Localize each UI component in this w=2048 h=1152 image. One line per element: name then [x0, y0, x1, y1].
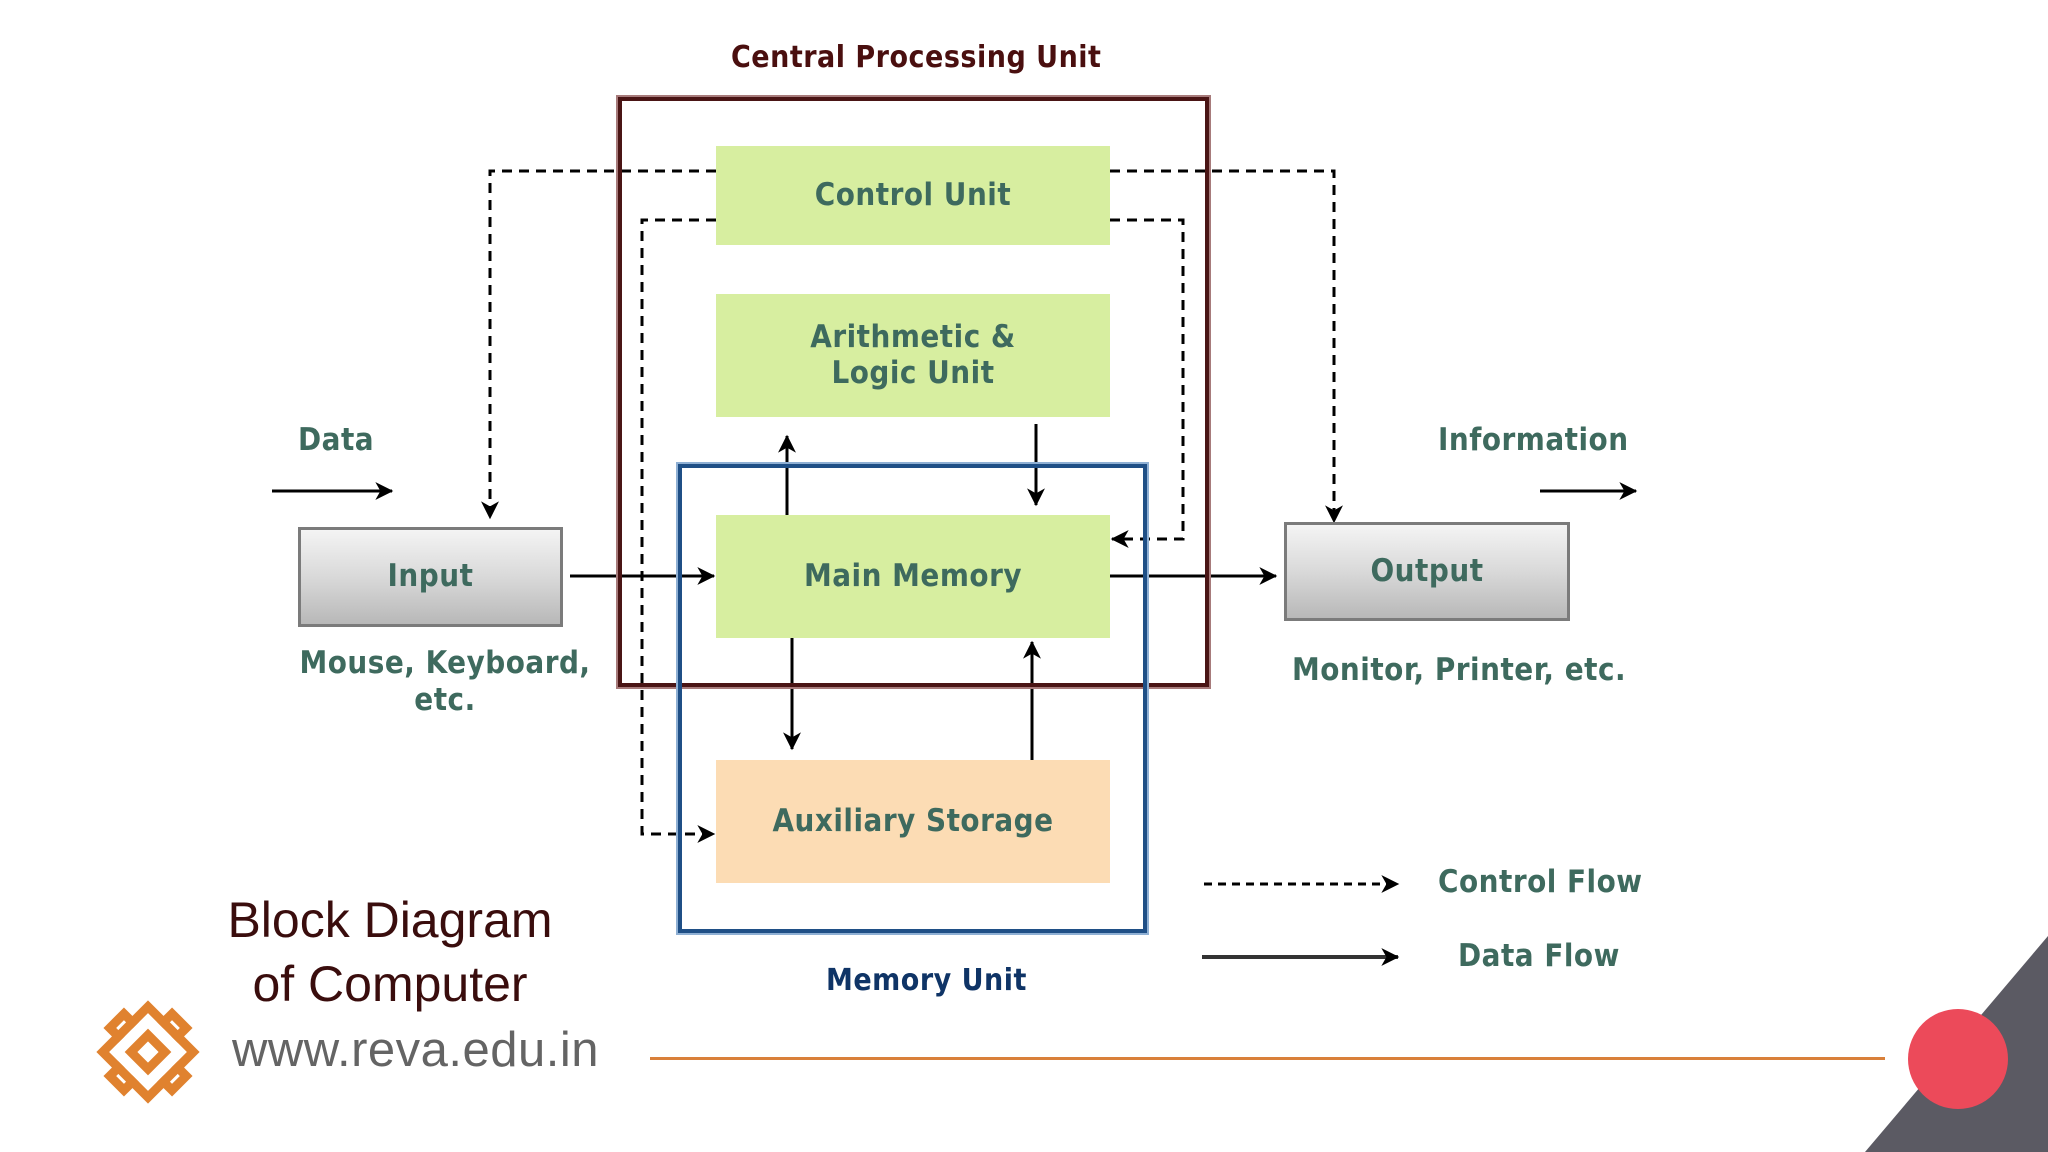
memory-unit-boundary	[676, 462, 1149, 935]
alu-label: Arithmetic & Logic Unit	[810, 318, 1016, 391]
data-in-label: Data	[298, 422, 375, 458]
memory-unit-title: Memory Unit	[826, 963, 1027, 998]
input-label: Input	[387, 558, 474, 595]
cpu-title: Central Processing Unit	[731, 40, 1102, 75]
main-memory-label: Main Memory	[803, 557, 1023, 594]
control-unit-label: Control Unit	[814, 176, 1012, 213]
information-out-label: Information	[1438, 422, 1629, 458]
reva-knot-logo-icon	[96, 1000, 200, 1104]
website-url: www.reva.edu.in	[232, 1023, 600, 1077]
output-label: Output	[1370, 552, 1484, 589]
control-unit-block: Control Unit	[716, 146, 1110, 245]
input-block: Input	[298, 527, 563, 627]
cpu-boundary	[616, 95, 1211, 689]
slide-title: Block Diagram of Computer	[227, 892, 553, 1012]
corner-dot-decoration	[1908, 1009, 2008, 1109]
control-flow-to-output	[1110, 169, 1343, 524]
control-flow-to-input	[481, 169, 716, 520]
output-devices-label: Monitor, Printer, etc.	[1292, 652, 1627, 688]
alu-block: Arithmetic & Logic Unit	[716, 294, 1110, 417]
legend-control-flow-label: Control Flow	[1438, 864, 1643, 900]
input-devices-label: Mouse, Keyboard, etc.	[299, 645, 591, 718]
auxiliary-storage-label: Auxiliary Storage	[772, 802, 1054, 839]
output-block: Output	[1284, 522, 1570, 621]
footer-divider	[650, 1057, 1885, 1060]
legend-data-flow-label: Data Flow	[1458, 938, 1620, 974]
main-memory-block: Main Memory	[716, 515, 1110, 638]
auxiliary-storage-block: Auxiliary Storage	[716, 760, 1110, 883]
